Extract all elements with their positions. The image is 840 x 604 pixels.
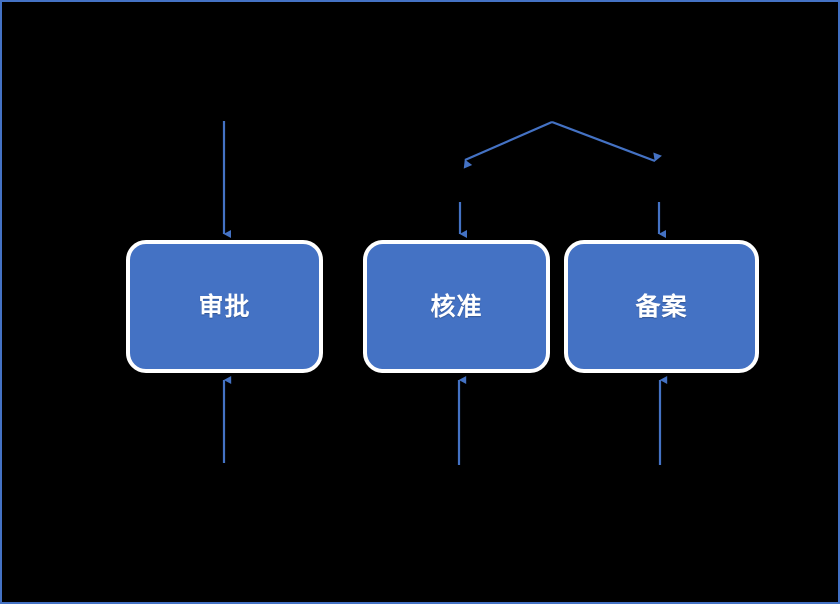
connector-branch-right (551, 120, 662, 163)
connector-branch-left (463, 120, 553, 169)
node-record-label: 备案 (635, 292, 688, 321)
node-record[interactable]: 备案 (564, 240, 759, 373)
node-approval[interactable]: 审批 (126, 240, 323, 373)
node-ratify-label: 核准 (430, 292, 483, 321)
node-approval-label: 审批 (198, 292, 251, 321)
node-ratify[interactable]: 核准 (363, 240, 550, 373)
